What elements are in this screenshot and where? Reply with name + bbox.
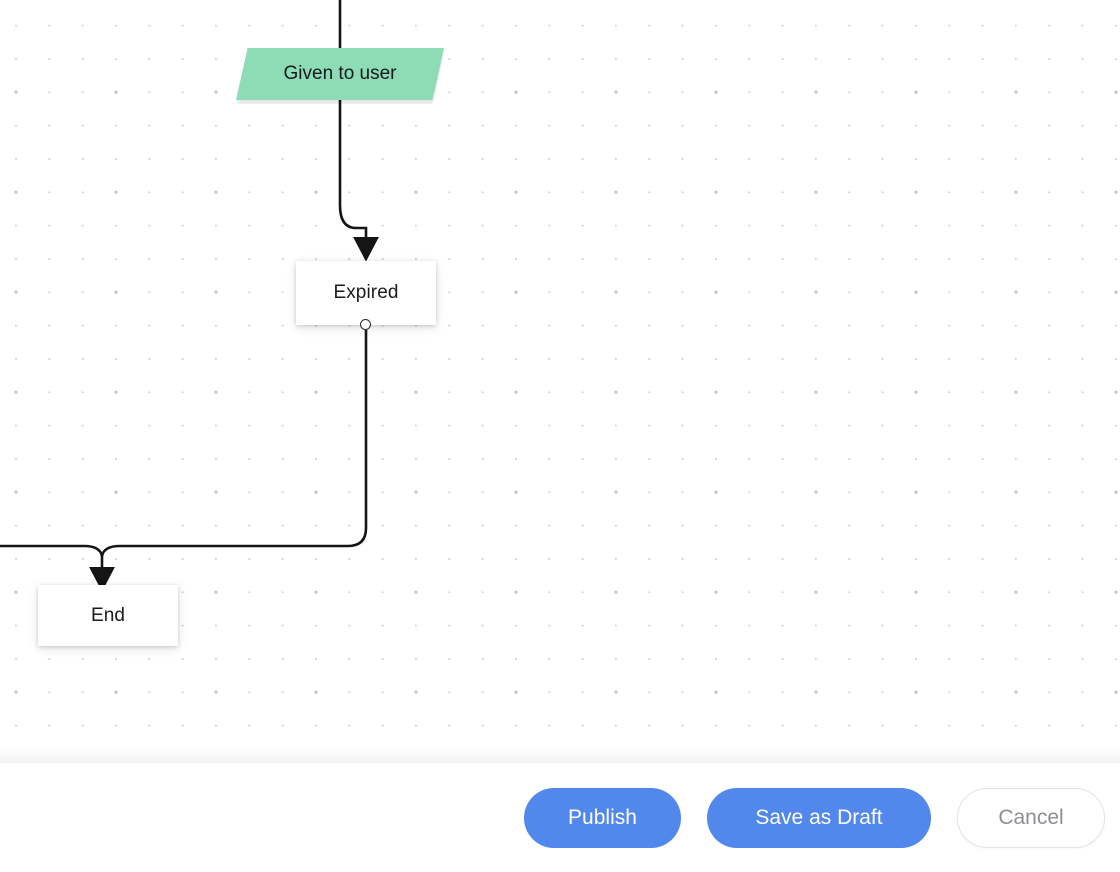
canvas-bottom-fade (0, 737, 1120, 763)
node-end[interactable]: End (38, 585, 178, 646)
node-label: End (90, 604, 126, 626)
save-as-draft-button[interactable]: Save as Draft (707, 787, 931, 848)
node-given-to-user[interactable]: Given to user (225, 48, 455, 104)
edge-offscreen-left-to-end (0, 544, 115, 592)
footer-action-bar: Publish Save as Draft Cancel (0, 763, 1120, 872)
edge-given-to-expired (338, 99, 379, 262)
node-expired-output-port[interactable] (360, 319, 371, 330)
cancel-button[interactable]: Cancel (957, 787, 1105, 848)
flow-canvas[interactable]: Given to user Expired End (0, 0, 1120, 763)
node-label: Expired (333, 282, 399, 303)
node-label: Given to user (283, 63, 397, 84)
edge-expired-to-end (100, 330, 368, 557)
parallelogram-shape (236, 48, 444, 100)
publish-button[interactable]: Publish (524, 787, 681, 848)
edge-layer (0, 0, 379, 592)
node-expired[interactable]: Expired (296, 261, 436, 325)
